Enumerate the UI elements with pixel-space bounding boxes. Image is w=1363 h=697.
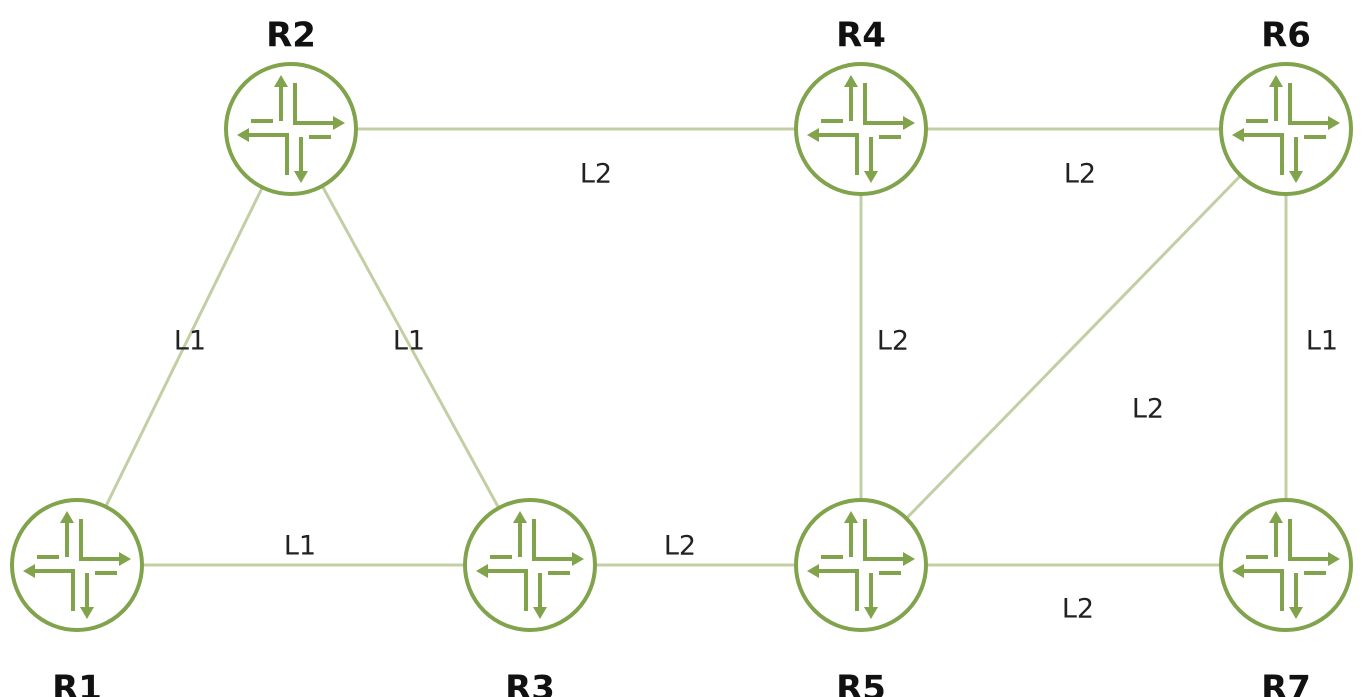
router-name-r4: R4 — [836, 16, 886, 56]
router-name-r7: R7 — [1261, 669, 1311, 697]
link-label-r2-r4: L2 — [580, 159, 612, 190]
router-icon-r5 — [794, 498, 928, 632]
link-label-r5-r6: L2 — [1132, 394, 1164, 425]
link-r1-r2 — [75, 127, 293, 567]
router-r3[interactable]: R3 — [463, 498, 597, 697]
link-label-r2-r3: L1 — [393, 326, 425, 357]
router-r6[interactable]: R6 — [1219, 16, 1353, 196]
link-r5-r6 — [859, 127, 1288, 567]
router-icon-r7 — [1219, 498, 1353, 632]
router-name-r1: R1 — [52, 669, 102, 697]
link-label-r1-r3: L1 — [284, 531, 316, 562]
router-r2[interactable]: R2 — [224, 16, 358, 196]
link-r2-r3 — [289, 127, 532, 567]
link-label-r1-r2: L1 — [174, 326, 206, 357]
links-layer — [75, 127, 1288, 567]
router-name-r2: R2 — [266, 16, 316, 56]
router-icon-r4 — [794, 62, 928, 196]
link-label-r4-r6: L2 — [1064, 159, 1096, 190]
link-label-r5-r7: L2 — [1062, 594, 1094, 625]
router-r5[interactable]: R5 — [794, 498, 928, 697]
router-icon-r2 — [224, 62, 358, 196]
router-icon-r3 — [463, 498, 597, 632]
router-r1[interactable]: R1 — [10, 498, 144, 697]
router-name-r5: R5 — [836, 669, 886, 697]
router-icon-r1 — [10, 498, 144, 632]
link-label-r4-r5: L2 — [877, 326, 909, 357]
router-r4[interactable]: R4 — [794, 16, 928, 196]
router-name-r3: R3 — [505, 669, 555, 697]
router-name-r6: R6 — [1261, 16, 1311, 56]
router-icon-r6 — [1219, 62, 1353, 196]
router-r7[interactable]: R7 — [1219, 498, 1353, 697]
link-label-r3-r5: L2 — [664, 531, 696, 562]
link-label-r6-r7: L1 — [1306, 326, 1338, 357]
